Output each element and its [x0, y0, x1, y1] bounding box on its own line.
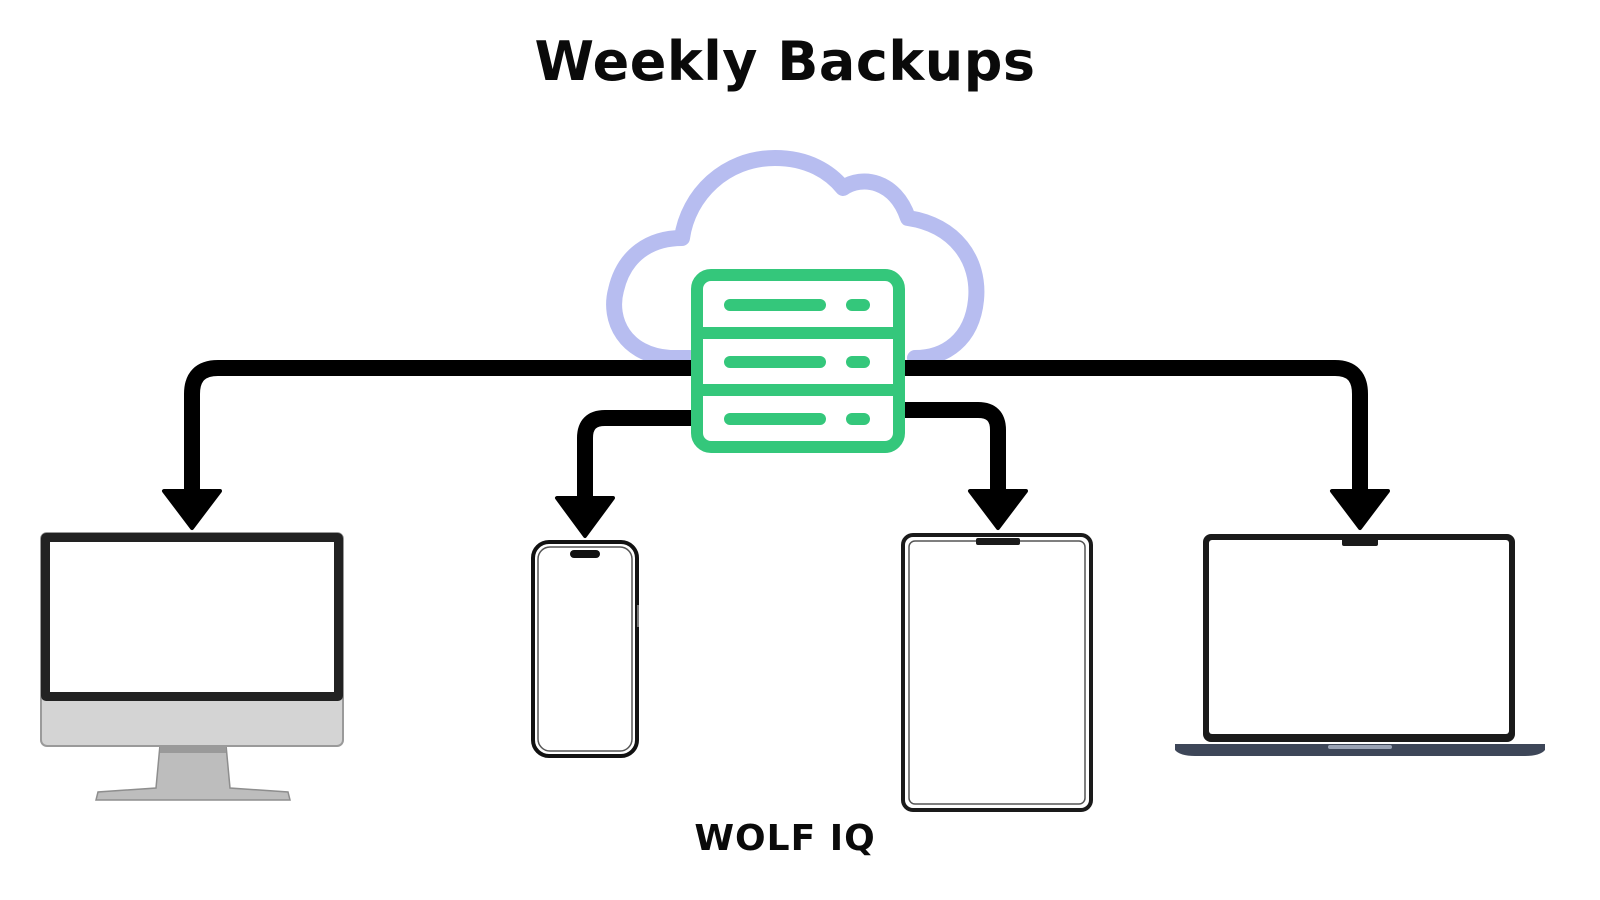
- arrowhead-imac: [162, 489, 222, 530]
- arrow-line-imac: [184, 360, 700, 492]
- smartphone-icon: [531, 540, 639, 758]
- tablet-icon: [901, 533, 1093, 812]
- arrowhead-tablet: [968, 489, 1028, 530]
- arrowhead-phone: [555, 496, 615, 538]
- server-rack-icon: [691, 269, 905, 453]
- desktop-imac-icon: [40, 532, 344, 801]
- arrow-line-laptop: [900, 360, 1368, 492]
- wolf-iq-logo: WOLF IQ: [694, 818, 876, 859]
- arrow-connectors: [184, 360, 1368, 500]
- laptop-icon: [1175, 534, 1545, 756]
- arrowhead-laptop: [1330, 489, 1390, 530]
- arrow-line-phone: [577, 410, 700, 500]
- diagram-title: Weekly Backups: [534, 30, 1036, 93]
- cloud-icon: [606, 150, 985, 366]
- arrow-line-tablet: [900, 402, 1006, 492]
